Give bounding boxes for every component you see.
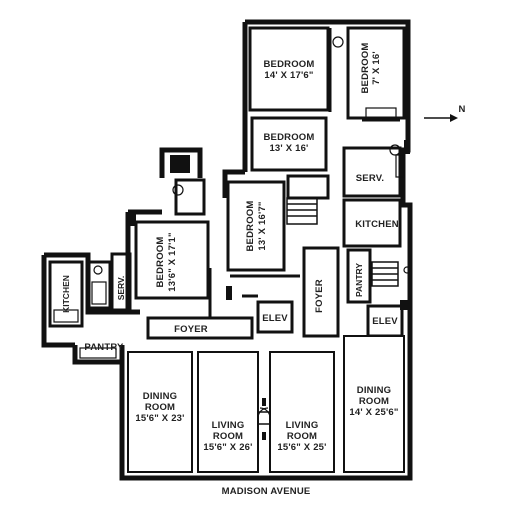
pantry-right-label: PANTRY — [354, 263, 364, 297]
foyer-vertical-label: FOYER — [314, 279, 325, 313]
serv-left-label: SERV. — [116, 276, 126, 301]
bedroom-small-dims: 7' X 16' — [371, 51, 382, 85]
bedroom-mid-name: BEDROOM — [263, 132, 314, 143]
pantry-left-label: PANTRY — [84, 342, 124, 353]
bedroom-center-dims: 13' X 16'7" — [257, 201, 268, 250]
living-right-name: LIVING — [286, 420, 319, 431]
living-left-name: LIVING — [212, 420, 245, 431]
bedroom-top-name: BEDROOM — [263, 59, 314, 70]
north-arrow: N — [424, 104, 465, 122]
living-right-name2: ROOM — [287, 431, 317, 442]
kitchen-left-label: KITCHEN — [61, 275, 71, 313]
dining-right-dims: 14' X 25'6" — [349, 407, 398, 418]
foyer-horizontal-label: FOYER — [174, 324, 208, 335]
bedroom-mid-dims: 13' X 16' — [269, 143, 308, 154]
dining-right-name2: ROOM — [359, 396, 389, 407]
dining-left-dims: 15'6" X 23' — [135, 413, 184, 424]
dining-left-name: DINING — [143, 391, 177, 402]
bedroom-left-dims: 13'6" X 17'1" — [167, 232, 178, 291]
room-labels: BEDROOM 14' X 17'6" BEDROOM 7' X 16' BED… — [61, 42, 399, 497]
bedroom-top-dims: 14' X 17'6" — [264, 70, 313, 81]
fixtures — [53, 36, 411, 440]
bedroom-small-name: BEDROOM — [360, 42, 371, 93]
kitchen-right-label: KITCHEN — [355, 219, 399, 230]
elev-right-label: ELEV — [372, 316, 398, 327]
outer-walls — [41, 19, 413, 481]
living-left-name2: ROOM — [213, 431, 243, 442]
dining-right-name: DINING — [357, 385, 391, 396]
elev-center-label: ELEV — [262, 313, 288, 324]
living-left-dims: 15'6" X 26' — [203, 442, 252, 453]
interior-walls — [48, 26, 406, 473]
dining-left-name2: ROOM — [145, 402, 175, 413]
serv-right-label: SERV. — [356, 173, 384, 184]
bedroom-center-name: BEDROOM — [245, 200, 256, 251]
living-right-dims: 15'6" X 25' — [277, 442, 326, 453]
bedroom-left-name: BEDROOM — [155, 236, 166, 287]
north-label: N — [458, 104, 465, 115]
street-label: MADISON AVENUE — [222, 486, 311, 497]
